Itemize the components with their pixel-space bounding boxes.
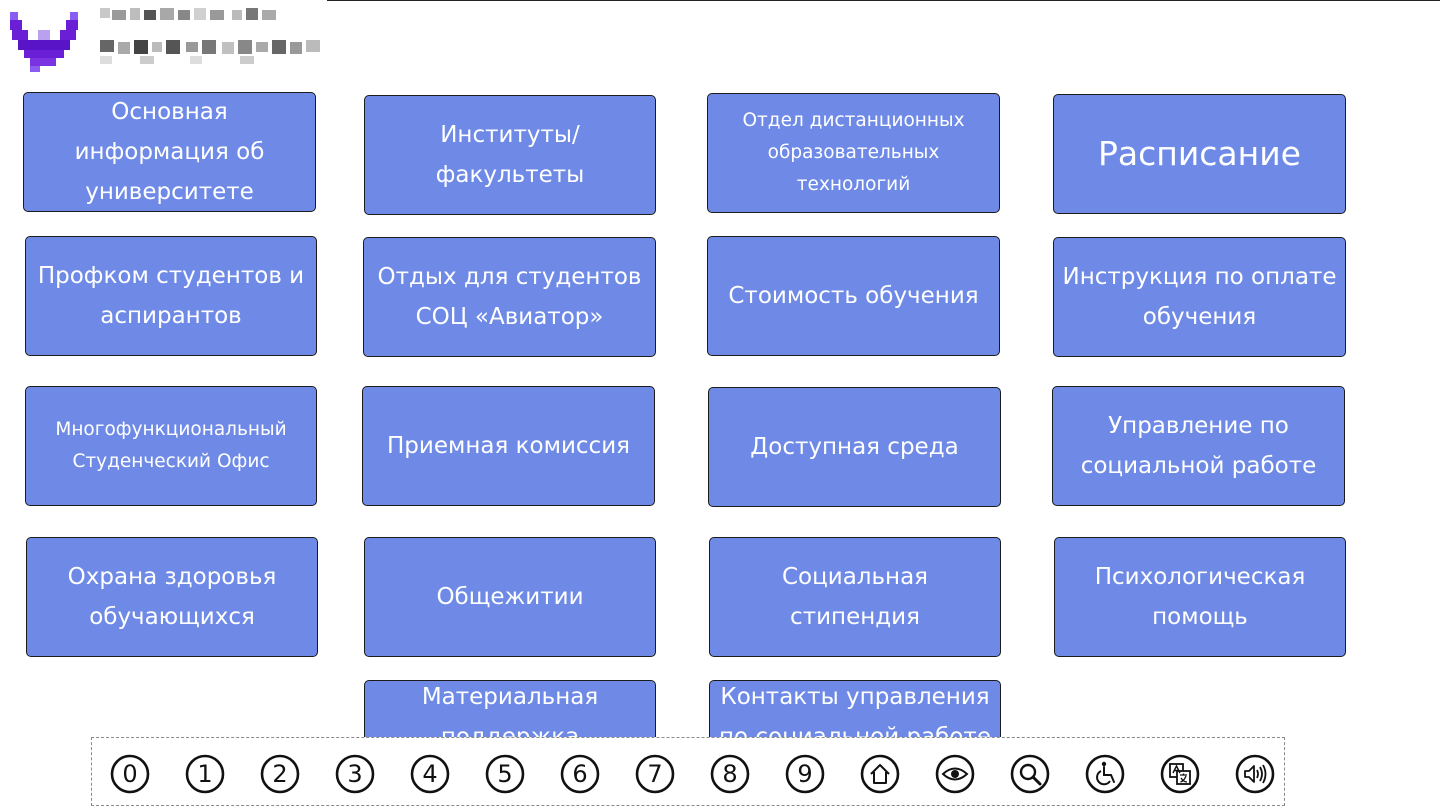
tile-dormitories[interactable]: Общежитии bbox=[364, 537, 656, 657]
tile-label: Отдых для студентов СОЦ «Авиатор» bbox=[377, 264, 642, 330]
tile-label: Общежитии bbox=[436, 584, 584, 610]
digit-1-button[interactable]: 1 bbox=[185, 754, 225, 794]
tile-trade-union[interactable]: Профком студентов и аспирантов bbox=[25, 236, 317, 356]
tile-label: Отдел дистанционных образовательных техн… bbox=[742, 110, 965, 195]
digit-8-button[interactable]: 8 bbox=[710, 754, 750, 794]
tile-label: Охрана здоровья обучающихся bbox=[67, 564, 277, 630]
tile-label: Стоимость обучения bbox=[728, 283, 979, 309]
digit-7-button[interactable]: 7 bbox=[635, 754, 675, 794]
tile-distance-education[interactable]: Отдел дистанционных образовательных техн… bbox=[707, 93, 1000, 213]
digit-label: 7 bbox=[647, 760, 662, 788]
tile-label: Доступная среда bbox=[750, 434, 959, 460]
eye-icon[interactable] bbox=[935, 754, 975, 794]
tile-label: Приемная комиссия bbox=[387, 433, 630, 459]
tile-tuition-cost[interactable]: Стоимость обучения bbox=[707, 236, 1000, 356]
speaker-icon[interactable] bbox=[1235, 754, 1275, 794]
digit-label: 4 bbox=[422, 760, 437, 788]
translate-icon[interactable] bbox=[1160, 754, 1200, 794]
tile-institutes[interactable]: Институты/ факультеты bbox=[364, 95, 656, 215]
tile-student-office[interactable]: Многофункциональный Студенческий Офис bbox=[25, 386, 317, 506]
home-icon[interactable] bbox=[860, 754, 900, 794]
digit-label: 5 bbox=[497, 760, 512, 788]
tile-label: Инструкция по оплате обучения bbox=[1062, 264, 1337, 330]
digit-label: 8 bbox=[722, 760, 737, 788]
digit-9-button[interactable]: 9 bbox=[785, 754, 825, 794]
digit-label: 0 bbox=[122, 760, 137, 788]
digit-label: 6 bbox=[572, 760, 587, 788]
tile-payment-instructions[interactable]: Инструкция по оплате обучения bbox=[1053, 237, 1346, 357]
tile-label: Социальная стипендия bbox=[781, 564, 929, 630]
tile-label: Расписание bbox=[1098, 134, 1301, 173]
digit-0-button[interactable]: 0 bbox=[110, 754, 150, 794]
wheelchair-icon[interactable] bbox=[1085, 754, 1125, 794]
digit-label: 3 bbox=[347, 760, 362, 788]
tile-schedule[interactable]: Расписание bbox=[1053, 94, 1346, 214]
tile-admissions[interactable]: Приемная комиссия bbox=[362, 386, 655, 506]
university-logo-icon bbox=[8, 8, 82, 74]
tile-health-protection[interactable]: Охрана здоровья обучающихся bbox=[26, 537, 318, 657]
tile-accessible-environment[interactable]: Доступная среда bbox=[708, 387, 1001, 507]
tile-student-rest[interactable]: Отдых для студентов СОЦ «Авиатор» bbox=[363, 237, 656, 357]
tile-label: Управление по социальной работе bbox=[1080, 413, 1317, 479]
search-icon[interactable] bbox=[1010, 754, 1050, 794]
digit-3-button[interactable]: 3 bbox=[335, 754, 375, 794]
tile-university-info[interactable]: Основная информация об университете bbox=[23, 92, 316, 212]
tile-social-work-department[interactable]: Управление по социальной работе bbox=[1052, 386, 1345, 506]
tile-label: Профком студентов и аспирантов bbox=[37, 263, 305, 329]
tile-label: Основная информация об университете bbox=[74, 99, 265, 205]
tile-label: Многофункциональный Студенческий Офис bbox=[55, 419, 287, 472]
digit-2-button[interactable]: 2 bbox=[260, 754, 300, 794]
pixelated-university-name-icon bbox=[100, 6, 322, 68]
digit-4-button[interactable]: 4 bbox=[410, 754, 450, 794]
digit-5-button[interactable]: 5 bbox=[485, 754, 525, 794]
digit-label: 9 bbox=[797, 760, 812, 788]
accessibility-toolbar: 0 1 2 3 4 5 6 7 8 9 bbox=[91, 737, 1285, 806]
tile-label: Психологическая помощь bbox=[1094, 564, 1306, 630]
digit-label: 1 bbox=[197, 760, 212, 788]
tile-social-scholarship[interactable]: Социальная стипендия bbox=[709, 537, 1001, 657]
digit-label: 2 bbox=[272, 760, 287, 788]
top-divider bbox=[327, 0, 1440, 1]
tile-label: Институты/ факультеты bbox=[435, 122, 585, 188]
tile-psychological-help[interactable]: Психологическая помощь bbox=[1054, 537, 1346, 657]
digit-6-button[interactable]: 6 bbox=[560, 754, 600, 794]
